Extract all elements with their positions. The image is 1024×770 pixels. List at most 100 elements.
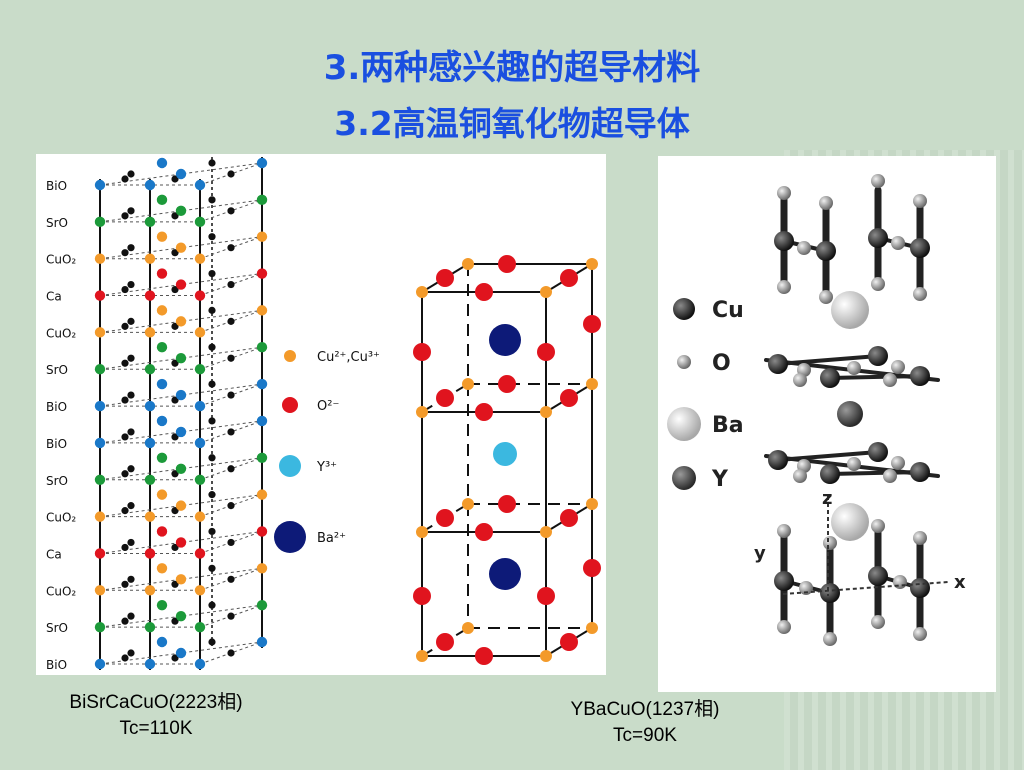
bond: [828, 374, 922, 380]
oxygen-atom: [121, 249, 129, 257]
cation-atom: [94, 179, 106, 191]
oxygen-atom: [227, 428, 235, 436]
oxygen-atom: [171, 580, 179, 588]
cation-atom: [175, 242, 187, 253]
oxygen-atom: [127, 649, 135, 657]
cation-atom: [94, 290, 106, 301]
oxygen-atom: [823, 536, 837, 550]
layer-label: SrO: [46, 216, 68, 230]
cation-atom: [256, 489, 268, 500]
copper-atom: [910, 366, 930, 386]
copper-atom: [910, 462, 930, 482]
cation-atom: [194, 474, 206, 485]
oxygen-atom: [208, 196, 216, 204]
ybco-legend-swatch: [667, 407, 701, 441]
layer-label: SrO: [46, 474, 68, 488]
copper-atom: [540, 526, 552, 538]
layer-label: BiO: [46, 658, 67, 672]
oxygen-atom: [121, 285, 129, 294]
barium-atom: [489, 324, 521, 356]
oxygen-atom: [208, 638, 216, 646]
oxygen-atom: [121, 396, 129, 404]
oxygen-atom: [127, 170, 135, 178]
cation-atom: [94, 658, 106, 670]
oxygen-atom: [127, 465, 135, 473]
layer-label: SrO: [46, 363, 68, 377]
cation-atom: [256, 268, 268, 279]
cation-atom: [94, 253, 106, 264]
cation-atom: [256, 599, 268, 611]
bscco-layer-labels: BiOSrOCuO₂CaCuO₂SrOBiOBiOSrOCuO₂CaCuO₂Sr…: [46, 179, 76, 672]
cation-atom: [194, 364, 206, 375]
cation-atom: [175, 610, 187, 622]
axis-x-label: x: [954, 572, 966, 593]
oxygen-atom: [227, 317, 235, 325]
cation-atom: [144, 364, 156, 375]
ybco-legend-label: O: [712, 351, 731, 376]
cation-atom: [256, 526, 268, 537]
oxygen-atom: [208, 159, 216, 167]
oxygen-atom: [560, 269, 578, 287]
oxygen-atom: [227, 612, 235, 620]
oxygen-atom: [208, 601, 216, 609]
legend-ion-swatch: [282, 397, 298, 413]
cation-atom: [175, 500, 187, 511]
oxygen-atom: [871, 277, 885, 291]
oxygen-atom: [891, 360, 905, 374]
oxygen-atom: [227, 649, 235, 657]
layer-label: BiO: [46, 437, 67, 451]
cation-atom: [194, 621, 206, 633]
copper-atom: [586, 622, 598, 634]
cation-atom: [194, 437, 206, 449]
legend-ion-label: O²⁻: [317, 399, 339, 414]
oxygen-atom: [171, 212, 179, 220]
oxygen-atom: [847, 361, 861, 375]
oxygen-atom: [436, 269, 454, 287]
bond: [776, 354, 880, 366]
oxygen-atom: [171, 396, 179, 404]
cation-atom: [94, 437, 106, 449]
oxygen-atom: [121, 433, 129, 441]
oxygen-atom: [871, 615, 885, 629]
oxygen-atom: [127, 612, 135, 620]
layer-label: CuO₂: [46, 253, 76, 267]
ybco-legend-swatch: [672, 466, 696, 490]
oxygen-atom: [208, 306, 216, 314]
oxygen-atom: [227, 170, 235, 178]
cation-atom: [175, 389, 187, 401]
cation-atom: [144, 621, 156, 633]
ybco-legend-label: Cu: [712, 298, 744, 323]
oxygen-atom: [560, 509, 578, 527]
cation-atom: [256, 231, 268, 242]
oxygen-atom: [560, 389, 578, 407]
oxygen-atom: [127, 354, 135, 362]
cation-atom: [194, 179, 206, 191]
cation-atom: [256, 452, 268, 463]
cation-atom: [156, 415, 168, 427]
cation-atom: [94, 621, 106, 633]
cation-atom: [194, 400, 206, 412]
oxygen-atom: [127, 317, 135, 325]
oxygen-atom: [891, 236, 905, 250]
cation-atom: [194, 585, 206, 596]
copper-atom: [868, 346, 888, 366]
copper-atom: [820, 583, 840, 603]
oxygen-atom: [127, 502, 135, 510]
cation-atom: [175, 316, 187, 327]
copper-atom: [820, 368, 840, 388]
copper-atom: [910, 578, 930, 598]
oxygen-atom: [891, 456, 905, 470]
oxygen-atom: [413, 343, 431, 361]
bscco-lattice: [94, 157, 268, 670]
cation-atom: [175, 279, 187, 290]
cation-atom: [156, 268, 168, 279]
oxygen-atom: [498, 255, 516, 273]
oxygen-atom: [436, 633, 454, 651]
oxygen-atom: [171, 359, 179, 367]
copper-atom: [416, 406, 428, 418]
cation-atom: [256, 636, 268, 648]
oxygen-atom: [171, 433, 179, 441]
